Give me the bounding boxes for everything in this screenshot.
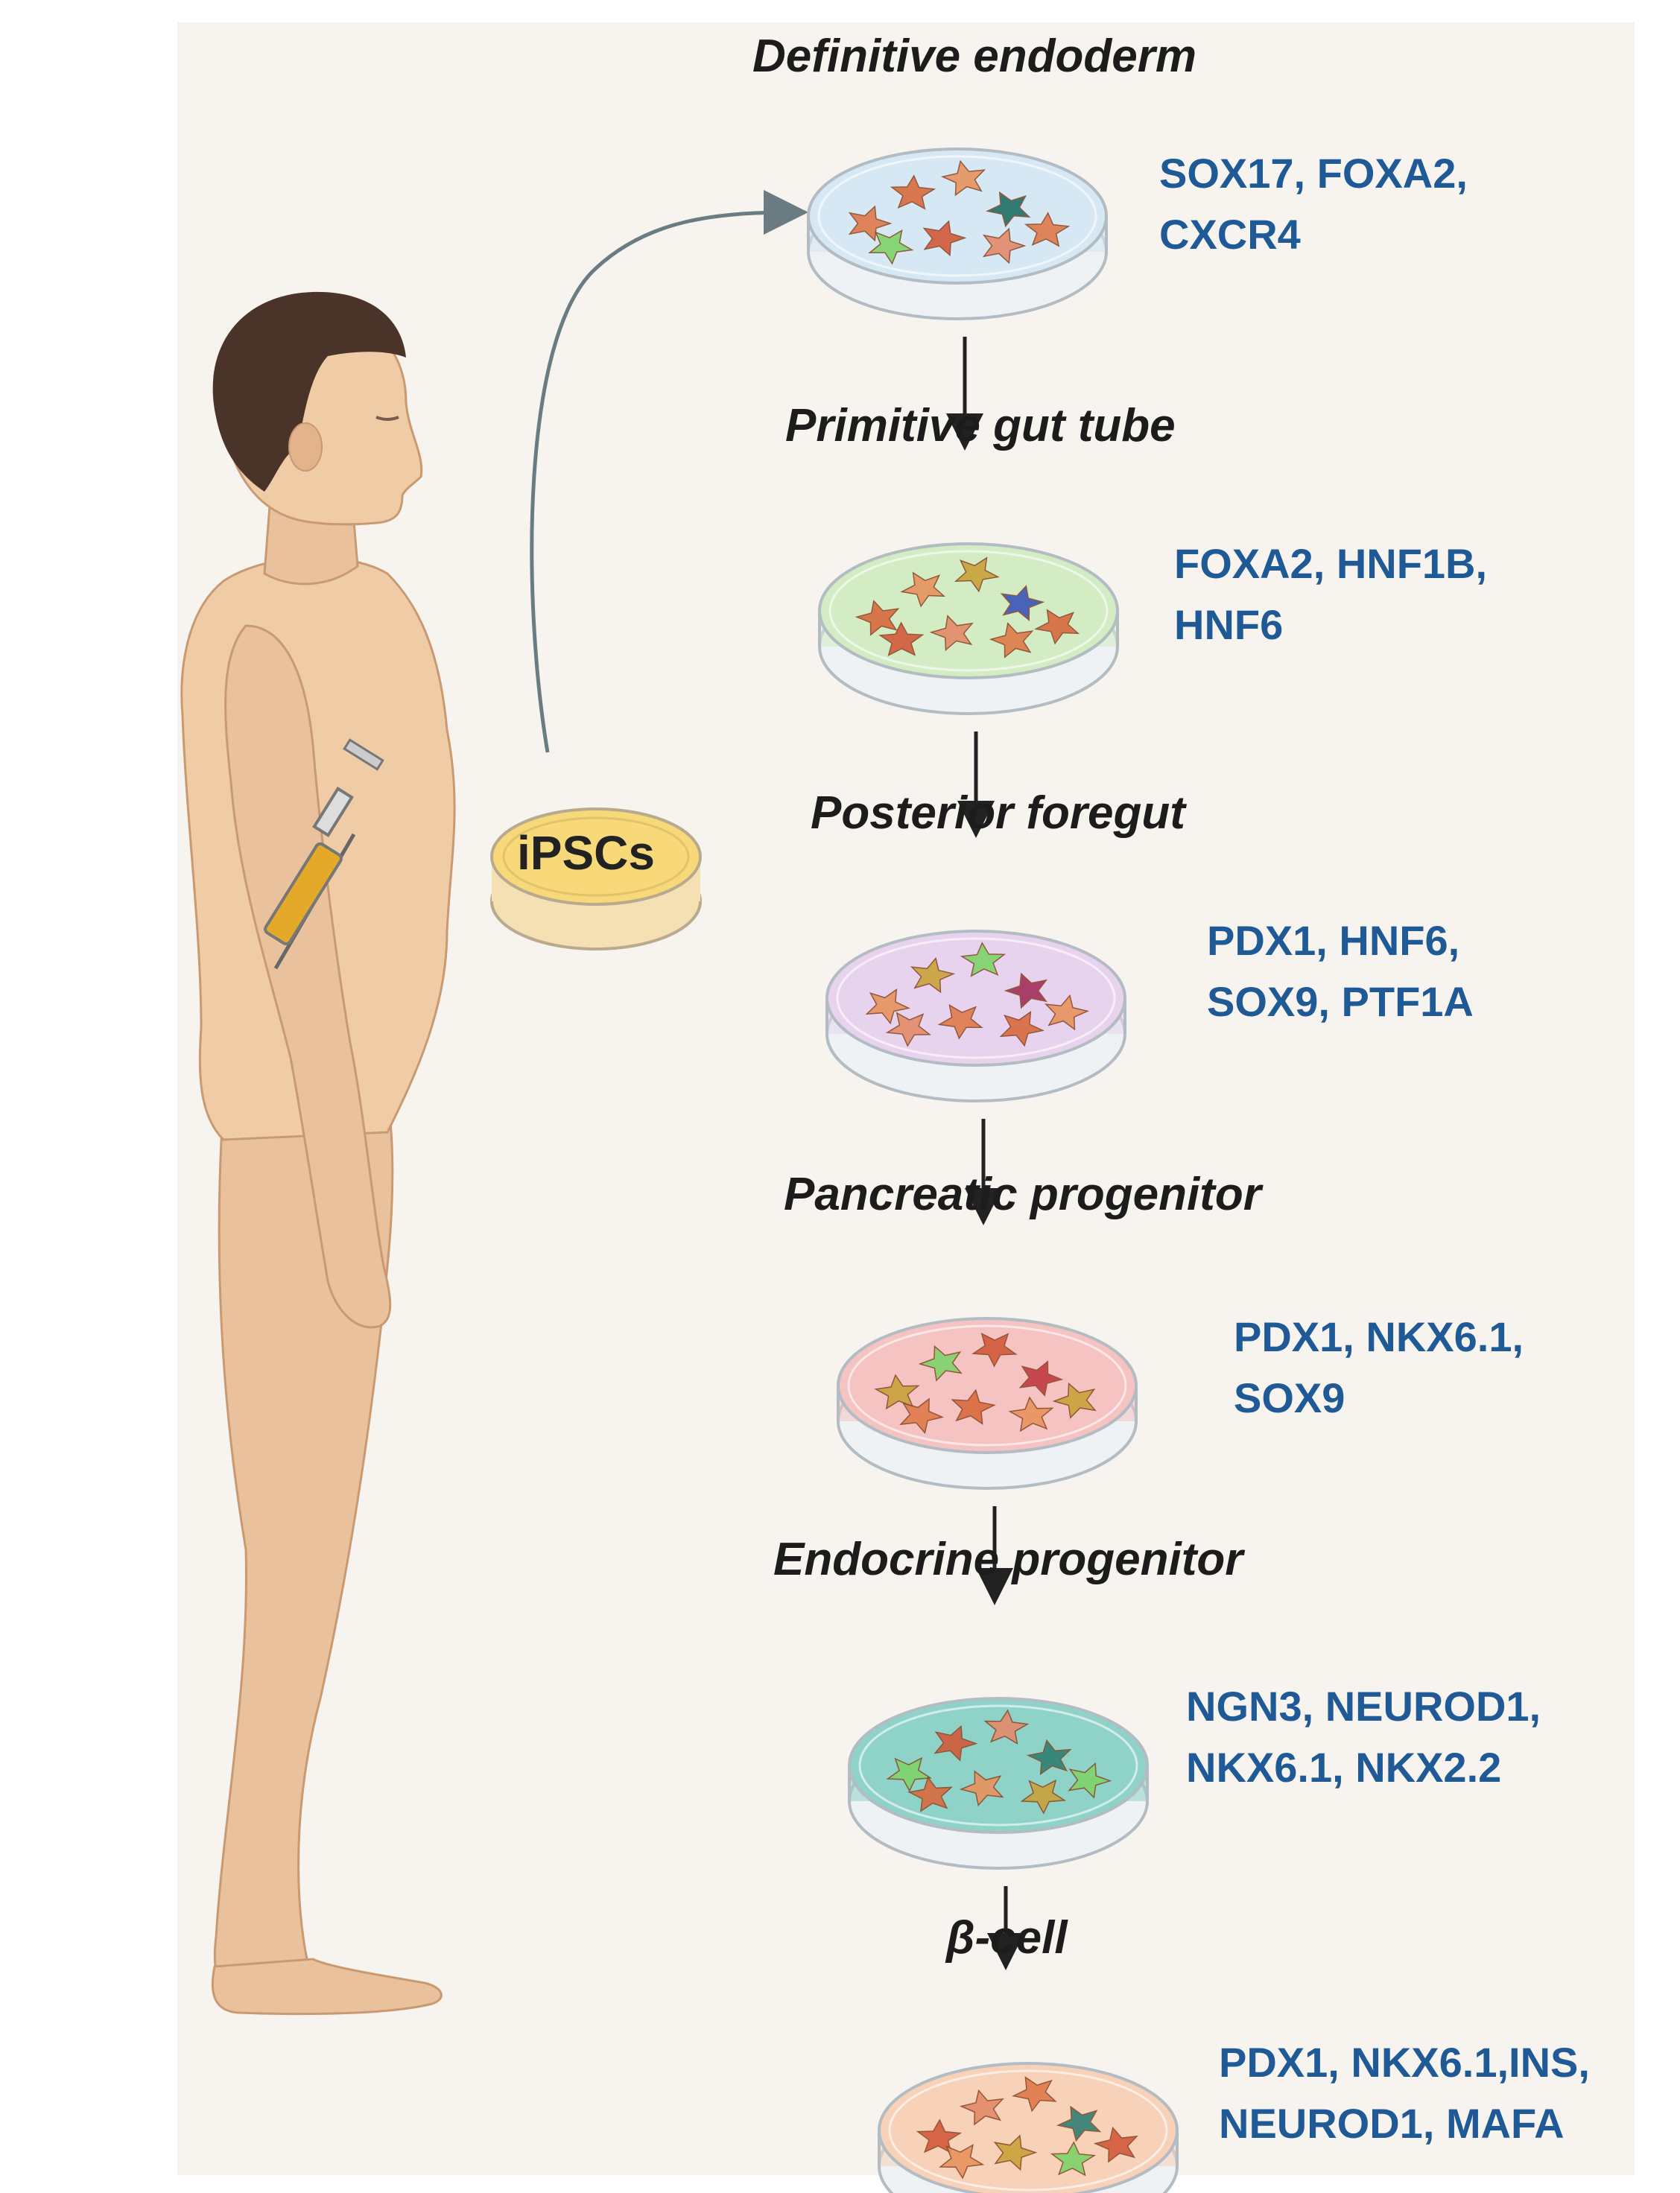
ear-shape (288, 422, 323, 472)
cell-shape (999, 1010, 1045, 1047)
cell-shape (848, 205, 893, 242)
cell-shape (983, 1709, 1030, 1745)
marker-line: HNF6 (1174, 601, 1284, 648)
ipsc-label: iPSCs (517, 826, 655, 880)
cell-shape (939, 2144, 985, 2180)
stage-title-endocrine-progenitor: Endocrine progenitor (773, 1534, 1243, 1585)
marker-line: PDX1, NKX6.1, (1234, 1313, 1524, 1360)
cell-shape (982, 227, 1027, 264)
cell-shape (1000, 585, 1045, 621)
cell-shape (933, 1724, 978, 1762)
cell-shape (899, 1397, 945, 1435)
marker-line: CXCR4 (1159, 211, 1301, 258)
cell-shape (989, 622, 1034, 658)
stage-title-beta-cell: β-cell (946, 1912, 1068, 1964)
cell-shape (1093, 2126, 1138, 2163)
cell-shape (916, 2119, 963, 2154)
stage-title-primitive-gut-tube: Primitive gut tube (785, 400, 1176, 451)
stage-title-definitive-endoderm: Definitive endoderm (752, 31, 1196, 82)
petri-dish (825, 930, 1126, 1102)
cell-shape (1012, 2076, 1057, 2113)
markers-definitive-endoderm: SOX17, FOXA2, CXCR4 (1159, 143, 1468, 265)
cell-shape (1044, 994, 1090, 1031)
cell-shape (951, 1389, 996, 1425)
syringe-icon (264, 738, 384, 970)
cell-shape (855, 600, 900, 636)
cell-shape (868, 229, 914, 265)
cell-shape (922, 220, 967, 257)
marker-line: PDX1, HNF6, (1207, 917, 1460, 964)
cell-shape (1068, 1762, 1112, 1799)
cell-shape (954, 556, 1000, 593)
cell-shape (1018, 1360, 1064, 1397)
marker-line: NEUROD1, MAFA (1219, 2100, 1565, 2147)
petri-dish (807, 147, 1108, 320)
markers-endocrine-progenitor: NGN3, NEUROD1, NKX6.1, NKX2.2 (1186, 1676, 1541, 1798)
cell-shape (1004, 972, 1048, 1009)
cell-shape (886, 1756, 933, 1792)
cell-shape (900, 571, 946, 608)
cell-shape (1026, 1739, 1072, 1776)
cell-shape (929, 615, 974, 652)
eye-icon (375, 416, 399, 421)
petri-dish (878, 2062, 1179, 2193)
hair-shape (212, 291, 406, 492)
markers-posterior-foregut: PDX1, HNF6, SOX9, PTF1A (1207, 910, 1474, 1032)
marker-line: SOX9 (1234, 1374, 1345, 1421)
cell-shape (1052, 1382, 1097, 1419)
cell-shape (910, 956, 956, 994)
stage-title-pancreatic-progenitor: Pancreatic progenitor (784, 1169, 1261, 1220)
cell-shape (890, 174, 936, 210)
cell-shape (959, 2089, 1004, 2126)
cell-shape (918, 1345, 963, 1382)
cell-shape (971, 1332, 1018, 1368)
cell-shape (1034, 609, 1080, 645)
cell-shape (959, 1770, 1004, 1807)
marker-line: PDX1, NKX6.1,INS, (1219, 2039, 1590, 2086)
cell-shape (1056, 2105, 1102, 2142)
markers-beta-cell: PDX1, NKX6.1,INS, NEUROD1, MAFA (1219, 2032, 1590, 2154)
markers-pancreatic-progenitor: PDX1, NKX6.1, SOX9 (1234, 1307, 1524, 1429)
cell-shape (993, 2134, 1038, 2171)
cell-shape (937, 1003, 983, 1040)
petri-dish (818, 542, 1119, 715)
cell-shape (1050, 2141, 1097, 2177)
ipsc-dish (490, 807, 702, 950)
cell-shape (865, 988, 911, 1025)
cell-shape (1008, 1396, 1054, 1432)
cell-shape (907, 1776, 953, 1812)
cell-shape (940, 159, 986, 197)
cell-shape (878, 621, 925, 657)
marker-line: NKX6.1, NKX2.2 (1186, 1744, 1502, 1791)
cell-shape (960, 942, 1007, 977)
marker-line: FOXA2, HNF1B, (1174, 540, 1488, 587)
marker-line: NGN3, NEUROD1, (1186, 1683, 1541, 1730)
marker-line: SOX9, PTF1A (1207, 978, 1474, 1025)
cell-shape (985, 191, 1031, 228)
human-figure-illustration (180, 291, 456, 2016)
cell-shape (885, 1012, 932, 1047)
stage-title-posterior-foregut: Posterior foregut (811, 787, 1185, 839)
petri-dish (837, 1317, 1138, 1490)
markers-primitive-gut-tube: FOXA2, HNF1B, HNF6 (1174, 533, 1487, 656)
stage-dishes (807, 147, 1179, 2193)
marker-line: SOX17, FOXA2, (1159, 150, 1468, 197)
cell-shape (1024, 212, 1071, 247)
petri-dish (848, 1697, 1149, 1870)
foot-shape (211, 1958, 443, 2016)
cell-shape (1020, 1779, 1067, 1815)
differentiation-arrow (530, 190, 808, 753)
